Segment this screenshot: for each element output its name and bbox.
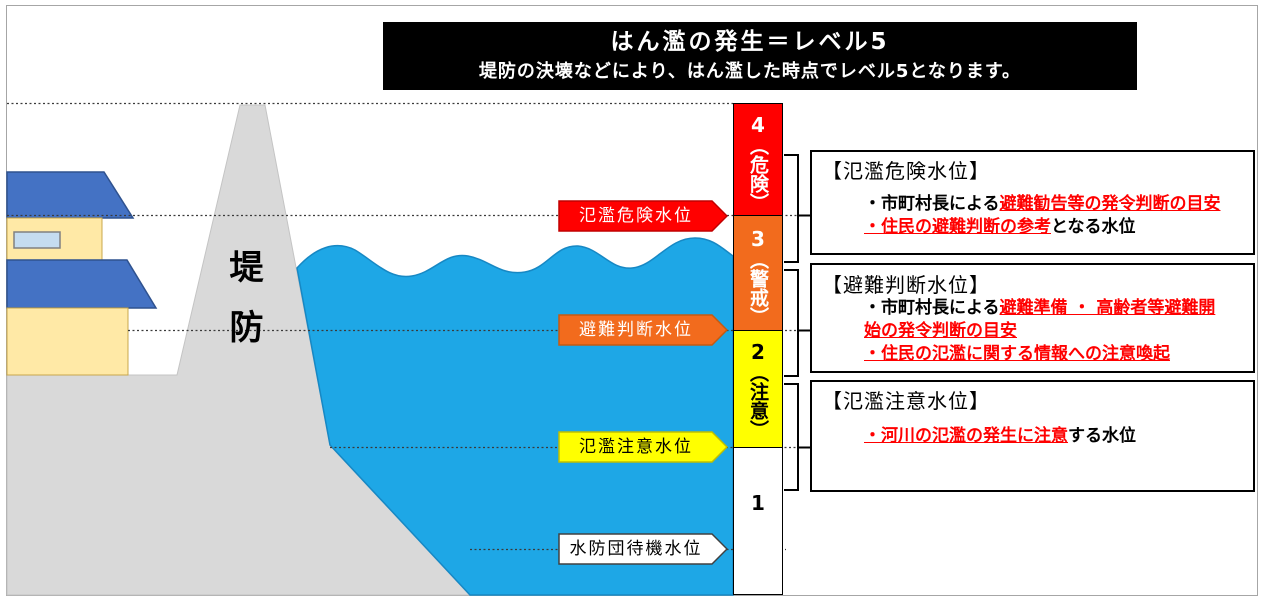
description-box-evacuation: 【避難判断水位】 ・市町村長による避難準備 ・ 高齢者等避難開 始の発令判断の目… <box>810 263 1255 373</box>
level-cell-3: 3 （警戒） <box>733 215 783 331</box>
marker-standby-level: 水防団待機水位 <box>558 533 728 565</box>
marker-arrow-fill <box>558 200 728 232</box>
line-segment: ・市町村長による <box>864 298 1000 318</box>
description-lines: ・市町村長による避難準備 ・ 高齢者等避難開 始の発令判断の目安 ・住民の氾濫に… <box>864 297 1215 366</box>
level5-banner: はん濫の発生＝レベル5 堤防の決壊などにより、はん濫した時点でレベル5となります… <box>383 22 1137 90</box>
house <box>6 171 158 376</box>
level-cell-4: 4 （危険） <box>733 103 783 216</box>
bracket-flood-caution <box>784 383 810 491</box>
description-title: 【避難判断水位】 <box>822 273 990 297</box>
house-roof-lower <box>6 259 158 309</box>
warning-level-bar: 4 （危険） 3 （警戒） 2 （注意） 1 <box>733 103 783 596</box>
description-title: 【氾濫危険水位】 <box>822 159 990 183</box>
line-segment: 避難勧告等の発令判断の目安 <box>999 194 1221 214</box>
house-wall-lower <box>6 307 129 376</box>
line-segment: する水位 <box>1068 426 1136 446</box>
level-number: 4 <box>751 113 765 137</box>
description-line: ・住民の避難判断の参考となる水位 <box>864 216 1221 239</box>
description-lines: ・河川の氾濫の発生に注意する水位 <box>864 425 1136 448</box>
house-window <box>13 231 61 249</box>
marker-flood-caution-level: 氾濫注意水位 <box>558 431 728 463</box>
line-segment: ・住民の氾濫に関する情報への注意喚起 <box>864 344 1170 364</box>
level-brackets <box>784 154 810 491</box>
level-cell-2: 2 （注意） <box>733 330 783 448</box>
house-roof-upper <box>6 171 135 219</box>
marker-label: 氾濫注意水位 <box>579 437 693 457</box>
bracket-evacuation <box>784 269 810 377</box>
marker-label: 氾濫危険水位 <box>579 206 693 226</box>
description-line: ・市町村長による避難準備 ・ 高齢者等避難開 <box>864 297 1215 320</box>
level-number: 3 <box>751 227 765 251</box>
marker-arrow-fill <box>558 314 728 346</box>
marker-arrow-fill <box>558 533 728 565</box>
marker-arrow-shape <box>558 200 728 232</box>
bracket-flood-danger <box>784 154 810 263</box>
marker-arrow-shape <box>558 314 728 346</box>
level-label: （注意） <box>747 363 769 439</box>
line-segment: ・河川の氾濫の発生に注意 <box>864 426 1068 446</box>
level-cell-1: 1 <box>733 447 783 595</box>
banner-subtitle: 堤防の決壊などにより、はん濫した時点でレベル5となります。 <box>478 61 1022 82</box>
description-line: ・住民の氾濫に関する情報への注意喚起 <box>864 343 1215 366</box>
description-line: ・市町村長による避難勧告等の発令判断の目安 <box>864 193 1221 216</box>
description-title: 【氾濫注意水位】 <box>822 389 990 413</box>
level-number: 1 <box>751 491 765 515</box>
description-box-flood-caution: 【氾濫注意水位】 ・河川の氾濫の発生に注意する水位 <box>810 380 1255 492</box>
line-segment: ・住民の避難判断の参考 <box>864 217 1051 237</box>
marker-arrow-shape <box>558 533 728 565</box>
line-segment: となる水位 <box>1051 217 1136 237</box>
line-segment: 避難準備 ・ 高齢者等避難開 <box>999 298 1216 318</box>
dike-label: 堤防 <box>223 249 263 369</box>
line-segment: ・市町村長による <box>864 194 1000 214</box>
level-number: 2 <box>751 340 765 364</box>
marker-label: 避難判断水位 <box>579 320 693 340</box>
marker-label: 水防団待機水位 <box>569 539 703 559</box>
description-line: ・河川の氾濫の発生に注意する水位 <box>864 425 1136 448</box>
description-box-flood-danger: 【氾濫危険水位】 ・市町村長による避難勧告等の発令判断の目安 ・住民の避難判断の… <box>810 150 1255 255</box>
description-line: 始の発令判断の目安 <box>864 320 1215 343</box>
description-lines: ・市町村長による避難勧告等の発令判断の目安 ・住民の避難判断の参考となる水位 <box>864 193 1221 239</box>
marker-arrow-fill <box>558 431 728 463</box>
marker-evacuation-level: 避難判断水位 <box>558 314 728 346</box>
marker-flood-danger-level: 氾濫危険水位 <box>558 200 728 232</box>
banner-title: はん濫の発生＝レベル5 <box>610 29 890 55</box>
marker-arrow-shape <box>558 431 728 463</box>
level-label: （警戒） <box>747 250 769 326</box>
line-segment: 始の発令判断の目安 <box>864 321 1017 341</box>
level-label: （危険） <box>747 136 769 212</box>
